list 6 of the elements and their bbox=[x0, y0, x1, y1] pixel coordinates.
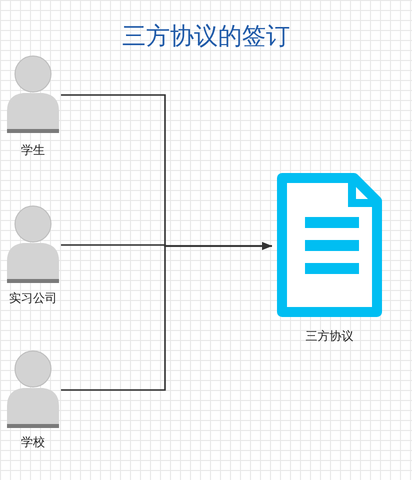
title: 三方协议的签订 bbox=[121, 21, 291, 52]
person-label: 学生 bbox=[20, 142, 46, 159]
person-label: 学校 bbox=[20, 434, 46, 451]
person-label: 实习公司 bbox=[8, 290, 58, 307]
document-label: 三方协议 bbox=[304, 328, 354, 345]
arrow bbox=[61, 242, 272, 391]
